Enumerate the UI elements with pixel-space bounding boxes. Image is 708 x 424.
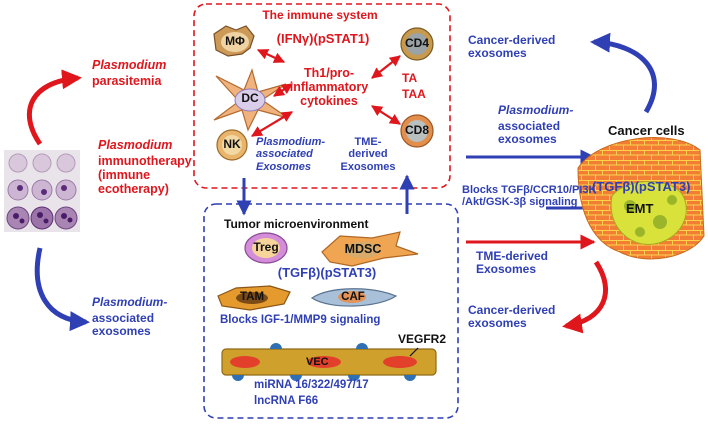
taa-label: TAA xyxy=(402,87,426,101)
cd8-cell xyxy=(400,114,434,148)
right-red-arrow xyxy=(562,260,608,334)
immune-system-box xyxy=(193,3,451,189)
left-blue-arrow xyxy=(34,247,90,332)
arrow-mphi-cytokines xyxy=(257,49,285,63)
nk-cell xyxy=(216,129,248,161)
immune-system-title: The immune system xyxy=(262,8,378,22)
mdsc-cell xyxy=(321,231,419,267)
immunotherapy-label-2: immunotherapy (immune ecotherapy) xyxy=(98,154,192,196)
left-exosomes-label-2: associated exosomes xyxy=(92,311,155,339)
mdsc-label: MDSC xyxy=(344,242,382,256)
left-red-arrow xyxy=(27,69,82,146)
tam-cell xyxy=(217,285,291,311)
right-blocks-label: Blocks TGFβ/CCR10/PI3K /Akt/GSK-3β signa… xyxy=(462,184,597,209)
cytokines-label: Th1/pro- inflammatory cytokines xyxy=(289,66,369,108)
immunotherapy-label-1: Plasmodium xyxy=(98,138,173,152)
cd4-cell xyxy=(400,27,434,61)
vegfr2-receptors xyxy=(232,343,416,381)
tam-label: TAM xyxy=(239,291,265,303)
vegfr2-label: VEGFR2 xyxy=(398,332,447,346)
emt-label: EMT xyxy=(626,201,654,216)
vec-label: VEC xyxy=(306,356,329,368)
mphi-label: MΦ xyxy=(225,34,245,48)
immune-plasmodium-exosomes: Plasmodium- associated Exosomes xyxy=(256,136,326,173)
tme-title: Tumor microenvironment xyxy=(224,217,369,231)
vegfr2-pointer xyxy=(409,347,419,357)
arrow-cd4-cytokines xyxy=(371,55,401,79)
cancer-signal-label: (TGFβ)(pSTAT3) xyxy=(592,179,691,194)
arrow-cd8-cytokines xyxy=(371,105,401,125)
immune-tme-exosomes: TME- derived Exosomes xyxy=(340,136,396,173)
mirna-label: miRNA 16/322/497/17 xyxy=(254,379,369,391)
vec-vessel xyxy=(221,348,437,376)
right-plasmodium-exo-1: Plasmodium- xyxy=(498,103,574,117)
cd4-label: CD4 xyxy=(404,36,429,50)
treg-label: Treg xyxy=(253,240,279,254)
dendritic-cell xyxy=(213,68,289,132)
cancer-exosomes-bottom: Cancer-derived exosomes xyxy=(468,303,556,331)
macrophage-cell xyxy=(213,25,255,57)
right-tme-exosomes: TME-derived Exosomes xyxy=(476,249,549,277)
caf-cell xyxy=(310,288,398,307)
tme-signal-label: (TGFβ)(pSTAT3) xyxy=(277,265,377,280)
parasitemia-label-1: Plasmodium xyxy=(92,58,167,72)
blood-smear-image xyxy=(4,150,80,232)
caf-label: CAF xyxy=(341,291,365,303)
cancer-exosomes-top: Cancer-derived exosomes xyxy=(468,33,556,61)
left-exosomes-label-1: Plasmodium- xyxy=(92,295,168,309)
cancer-cells-label: Cancer cells xyxy=(608,123,685,138)
cd8-label: CD8 xyxy=(404,123,429,137)
dc-label: DC xyxy=(241,91,259,105)
cancer-tissue xyxy=(577,137,705,260)
arrow-dc-cytokines xyxy=(273,83,293,97)
ta-label: TA xyxy=(402,71,418,85)
right-blue-arrow xyxy=(590,32,657,114)
nk-label: NK xyxy=(223,137,241,151)
parasitemia-label-2: parasitemia xyxy=(92,74,162,88)
right-plasmodium-exo-2: associated exosomes xyxy=(498,119,561,147)
arrow-nk-cytokines xyxy=(251,111,293,137)
treg-cell xyxy=(244,232,288,264)
immune-signal-label: (IFNγ)(pSTAT1) xyxy=(276,31,370,46)
lncrna-label: lncRNA F66 xyxy=(254,395,319,407)
tme-blocks-label: Blocks IGF-1/MMP9 signaling xyxy=(220,314,381,326)
tme-box xyxy=(203,203,459,419)
